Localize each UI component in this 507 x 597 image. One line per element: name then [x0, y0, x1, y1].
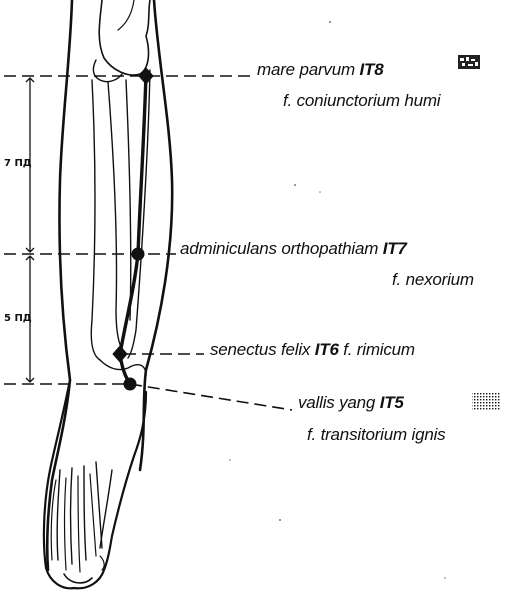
measurement-brackets [26, 78, 34, 382]
fire-element-icon [458, 55, 480, 69]
point-label-it5: vallis yang IT5 [298, 394, 404, 411]
ulna-bone [126, 80, 131, 320]
point-name: senectus felix [210, 340, 310, 359]
elbow-bones [99, 0, 150, 75]
point-name: vallis yang [298, 393, 375, 412]
point-label-it8: mare parvum IT8 [257, 61, 383, 78]
point-code: IT5 [380, 393, 404, 412]
point-marker-it8 [139, 68, 153, 84]
point-code: IT8 [359, 60, 383, 79]
point-marker-it7 [132, 248, 144, 260]
point-code: IT6 [315, 340, 339, 359]
dotted-pattern-icon [472, 393, 500, 410]
point-code: IT7 [383, 239, 407, 258]
point-marker-it6 [113, 346, 127, 362]
point-subtitle-it8: f. coniunctorium humi [283, 92, 440, 109]
meridian-line [120, 74, 146, 384]
dash-line-it5-right [130, 384, 292, 410]
point-name: adminiculans orthopathiam [180, 239, 378, 258]
point-label-it6: senectus felix IT6 f. rimicum [210, 341, 415, 358]
radius-bone [91, 80, 100, 360]
point-marker-it5 [124, 378, 136, 390]
point-name: mare parvum [257, 60, 355, 79]
point-subtitle-it7: f. nexorium [392, 271, 474, 288]
point-label-it7: adminiculans orthopathiam IT7 [180, 240, 407, 257]
measurement-label-7pd: 7 ПД [4, 158, 32, 169]
point-subtitle: f. rimicum [343, 340, 415, 359]
measurement-label-5pd: 5 ПД [4, 313, 32, 324]
point-subtitle-it5: f. transitorium ignis [307, 426, 445, 443]
